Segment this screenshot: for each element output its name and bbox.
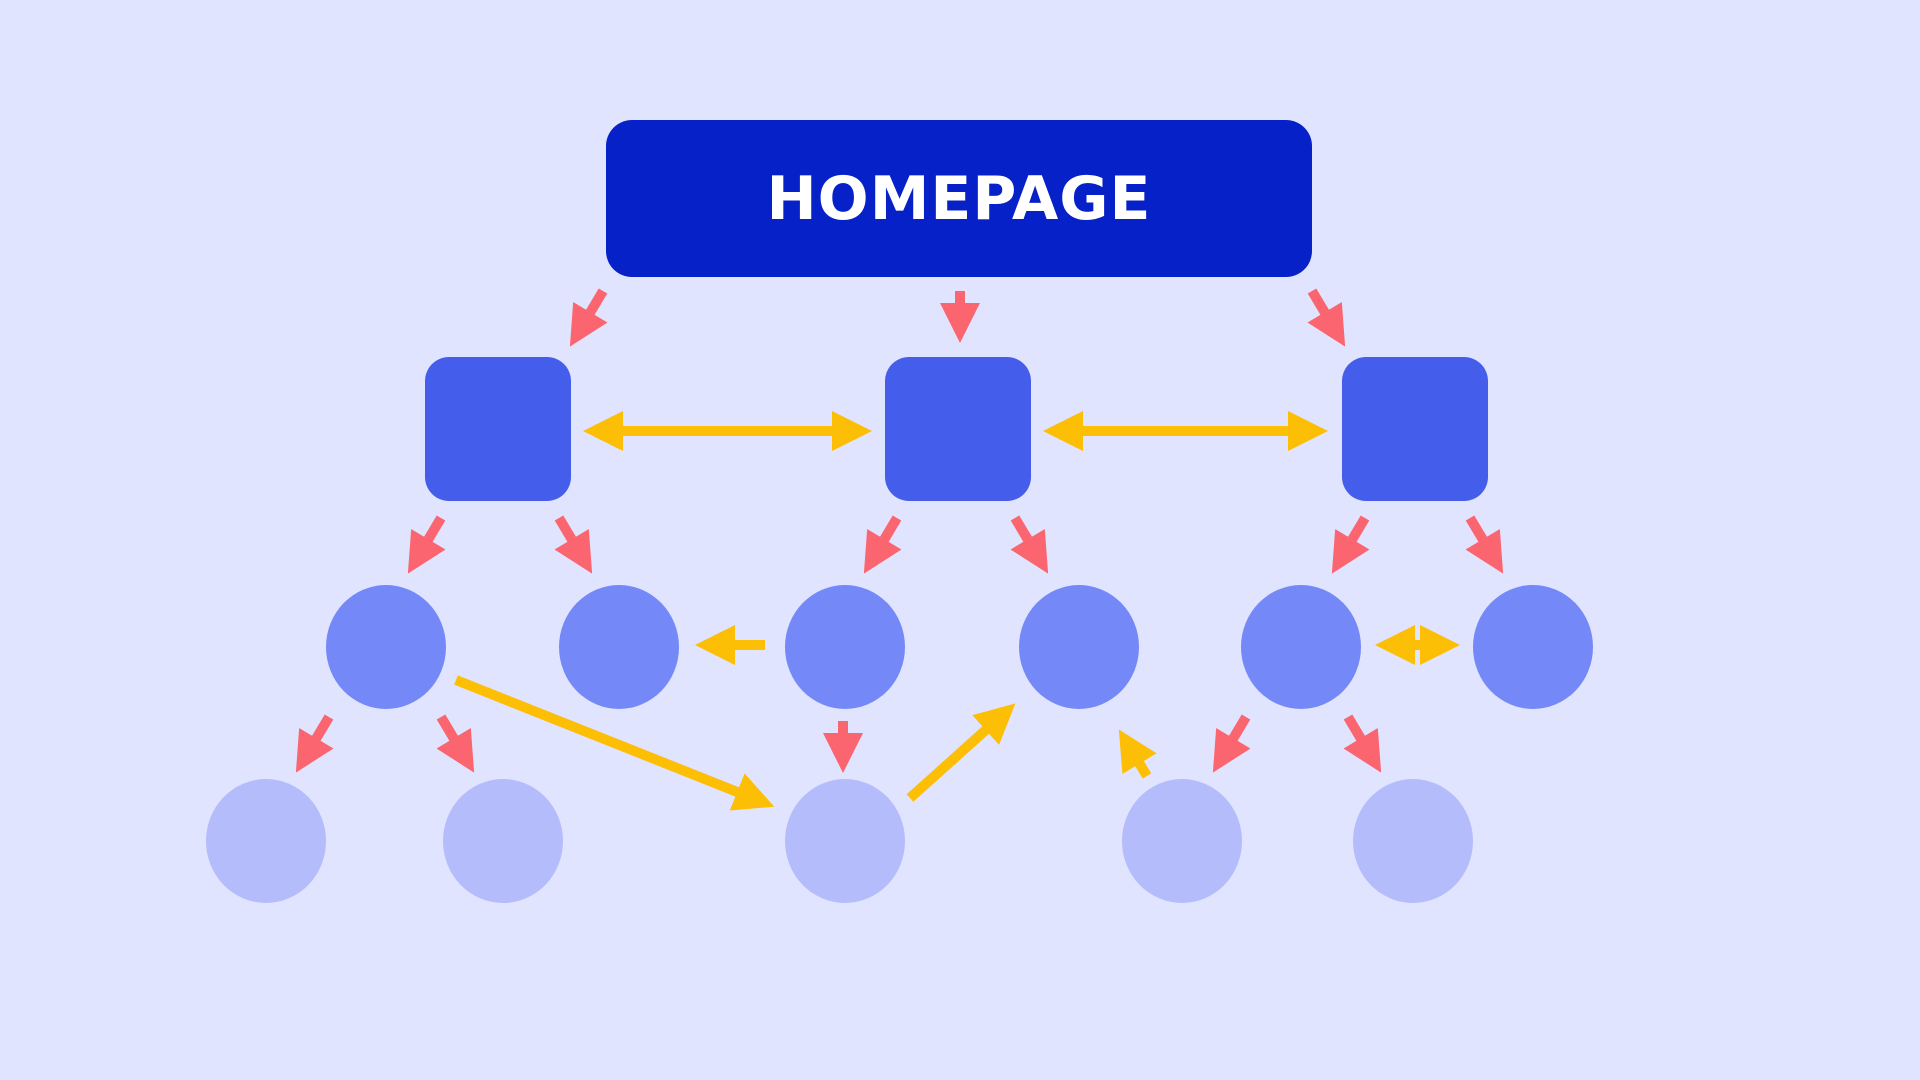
subpage-node-4 (1019, 585, 1139, 709)
category-node-center (885, 357, 1031, 501)
leaf-node-3 (785, 779, 905, 903)
internal-link-arrow (454, 675, 775, 811)
hierarchy-arrows (295, 288, 1504, 773)
subpage-node-5 (1241, 585, 1361, 709)
leaf-node-4 (1122, 779, 1242, 903)
hierarchy-arrow (407, 515, 446, 574)
hierarchy-arrow (569, 288, 608, 347)
leaf-node-5 (1353, 779, 1473, 903)
leaf-node-1 (206, 779, 326, 903)
hierarchy-arrow (1010, 515, 1049, 574)
homepage-node: HOMEPAGE (606, 120, 1312, 277)
hierarchy-arrow (863, 515, 902, 574)
hierarchy-arrow (1465, 515, 1504, 574)
category-node-right (1342, 357, 1488, 501)
internal-link-arrow (1118, 729, 1157, 779)
subpage-node-2 (559, 585, 679, 709)
hierarchy-arrow (1307, 288, 1346, 347)
internal-link-arrows (454, 411, 1460, 811)
hierarchy-arrow (1212, 714, 1251, 773)
homepage-label: HOMEPAGE (766, 163, 1152, 234)
hierarchy-arrow (1331, 515, 1370, 574)
category-node-left (425, 357, 571, 501)
hierarchy-arrow (295, 714, 334, 773)
subpage-node-6 (1473, 585, 1593, 709)
hierarchy-arrow (554, 515, 593, 574)
hierarchy-arrow (436, 714, 475, 773)
subpage-node-1 (326, 585, 446, 709)
leaf-node-2 (443, 779, 563, 903)
internal-link-arrow (906, 703, 1016, 802)
subpage-node-3 (785, 585, 905, 709)
hierarchy-arrow (1343, 714, 1382, 773)
